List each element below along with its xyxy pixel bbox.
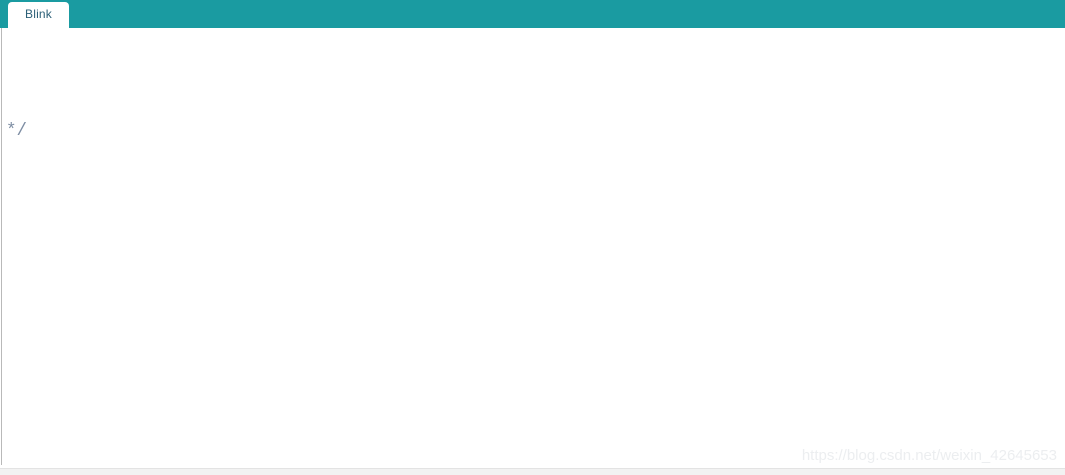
token-comment-block-end: */: [6, 120, 28, 141]
watermark-url: https://blog.csdn.net/weixin_42645653: [801, 447, 1057, 464]
code-editor-area[interactable]: */ // the setup function runs once when …: [0, 28, 1065, 475]
code-line-3: [6, 353, 1065, 383]
tab-bar: Blink: [0, 0, 1065, 28]
status-bar-strip: [0, 468, 1065, 475]
code-line-1: */: [6, 117, 1065, 147]
gutter-rule: [1, 28, 2, 465]
tab-strip: Blink: [8, 2, 70, 28]
code-content[interactable]: */ // the setup function runs once when …: [6, 28, 1065, 475]
tab-blink[interactable]: Blink: [8, 2, 70, 28]
code-line-2: [6, 235, 1065, 265]
